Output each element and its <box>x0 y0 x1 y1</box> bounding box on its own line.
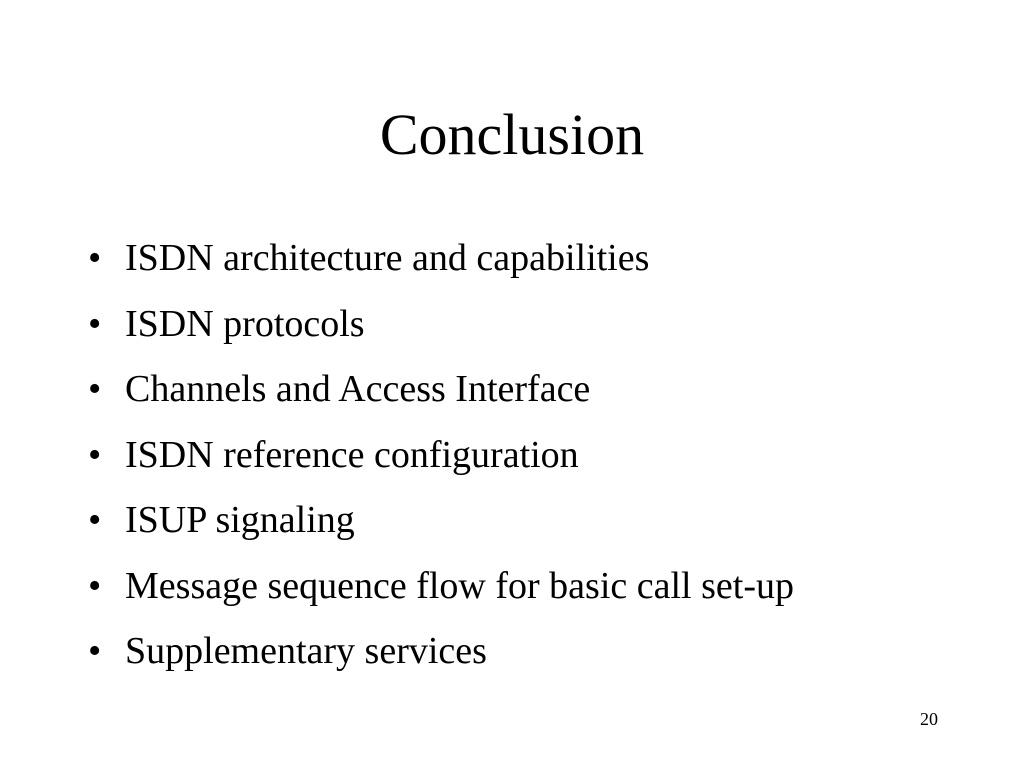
list-item: • ISDN protocols <box>88 296 794 362</box>
bullet-icon: • <box>88 237 102 279</box>
list-item: • ISDN architecture and capabilities <box>88 230 794 296</box>
bullet-text: Message sequence flow for basic call set… <box>125 564 794 607</box>
bullet-text: ISDN protocols <box>125 302 365 345</box>
bullet-text: ISDN reference configuration <box>125 433 579 476</box>
bullet-icon: • <box>88 564 102 607</box>
list-item: • ISDN reference configuration <box>88 427 794 493</box>
bullet-text: Supplementary services <box>125 630 487 672</box>
page-number: 20 <box>920 709 938 729</box>
bullet-icon: • <box>88 499 102 541</box>
list-item: • Message sequence flow for basic call s… <box>88 558 794 624</box>
list-item: • ISUP signaling <box>88 492 794 558</box>
bullet-icon: • <box>88 302 102 345</box>
bullet-list: • ISDN architecture and capabilities • I… <box>88 230 794 689</box>
bullet-text: ISDN architecture and capabilities <box>125 237 650 279</box>
list-item: • Channels and Access Interface <box>88 361 794 427</box>
bullet-icon: • <box>88 368 102 410</box>
bullet-text: Channels and Access Interface <box>125 368 591 410</box>
bullet-text: ISUP signaling <box>125 499 355 541</box>
slide-title: Conclusion <box>379 102 645 167</box>
bullet-icon: • <box>88 433 102 476</box>
bullet-icon: • <box>88 630 102 672</box>
list-item: • Supplementary services <box>88 623 794 689</box>
